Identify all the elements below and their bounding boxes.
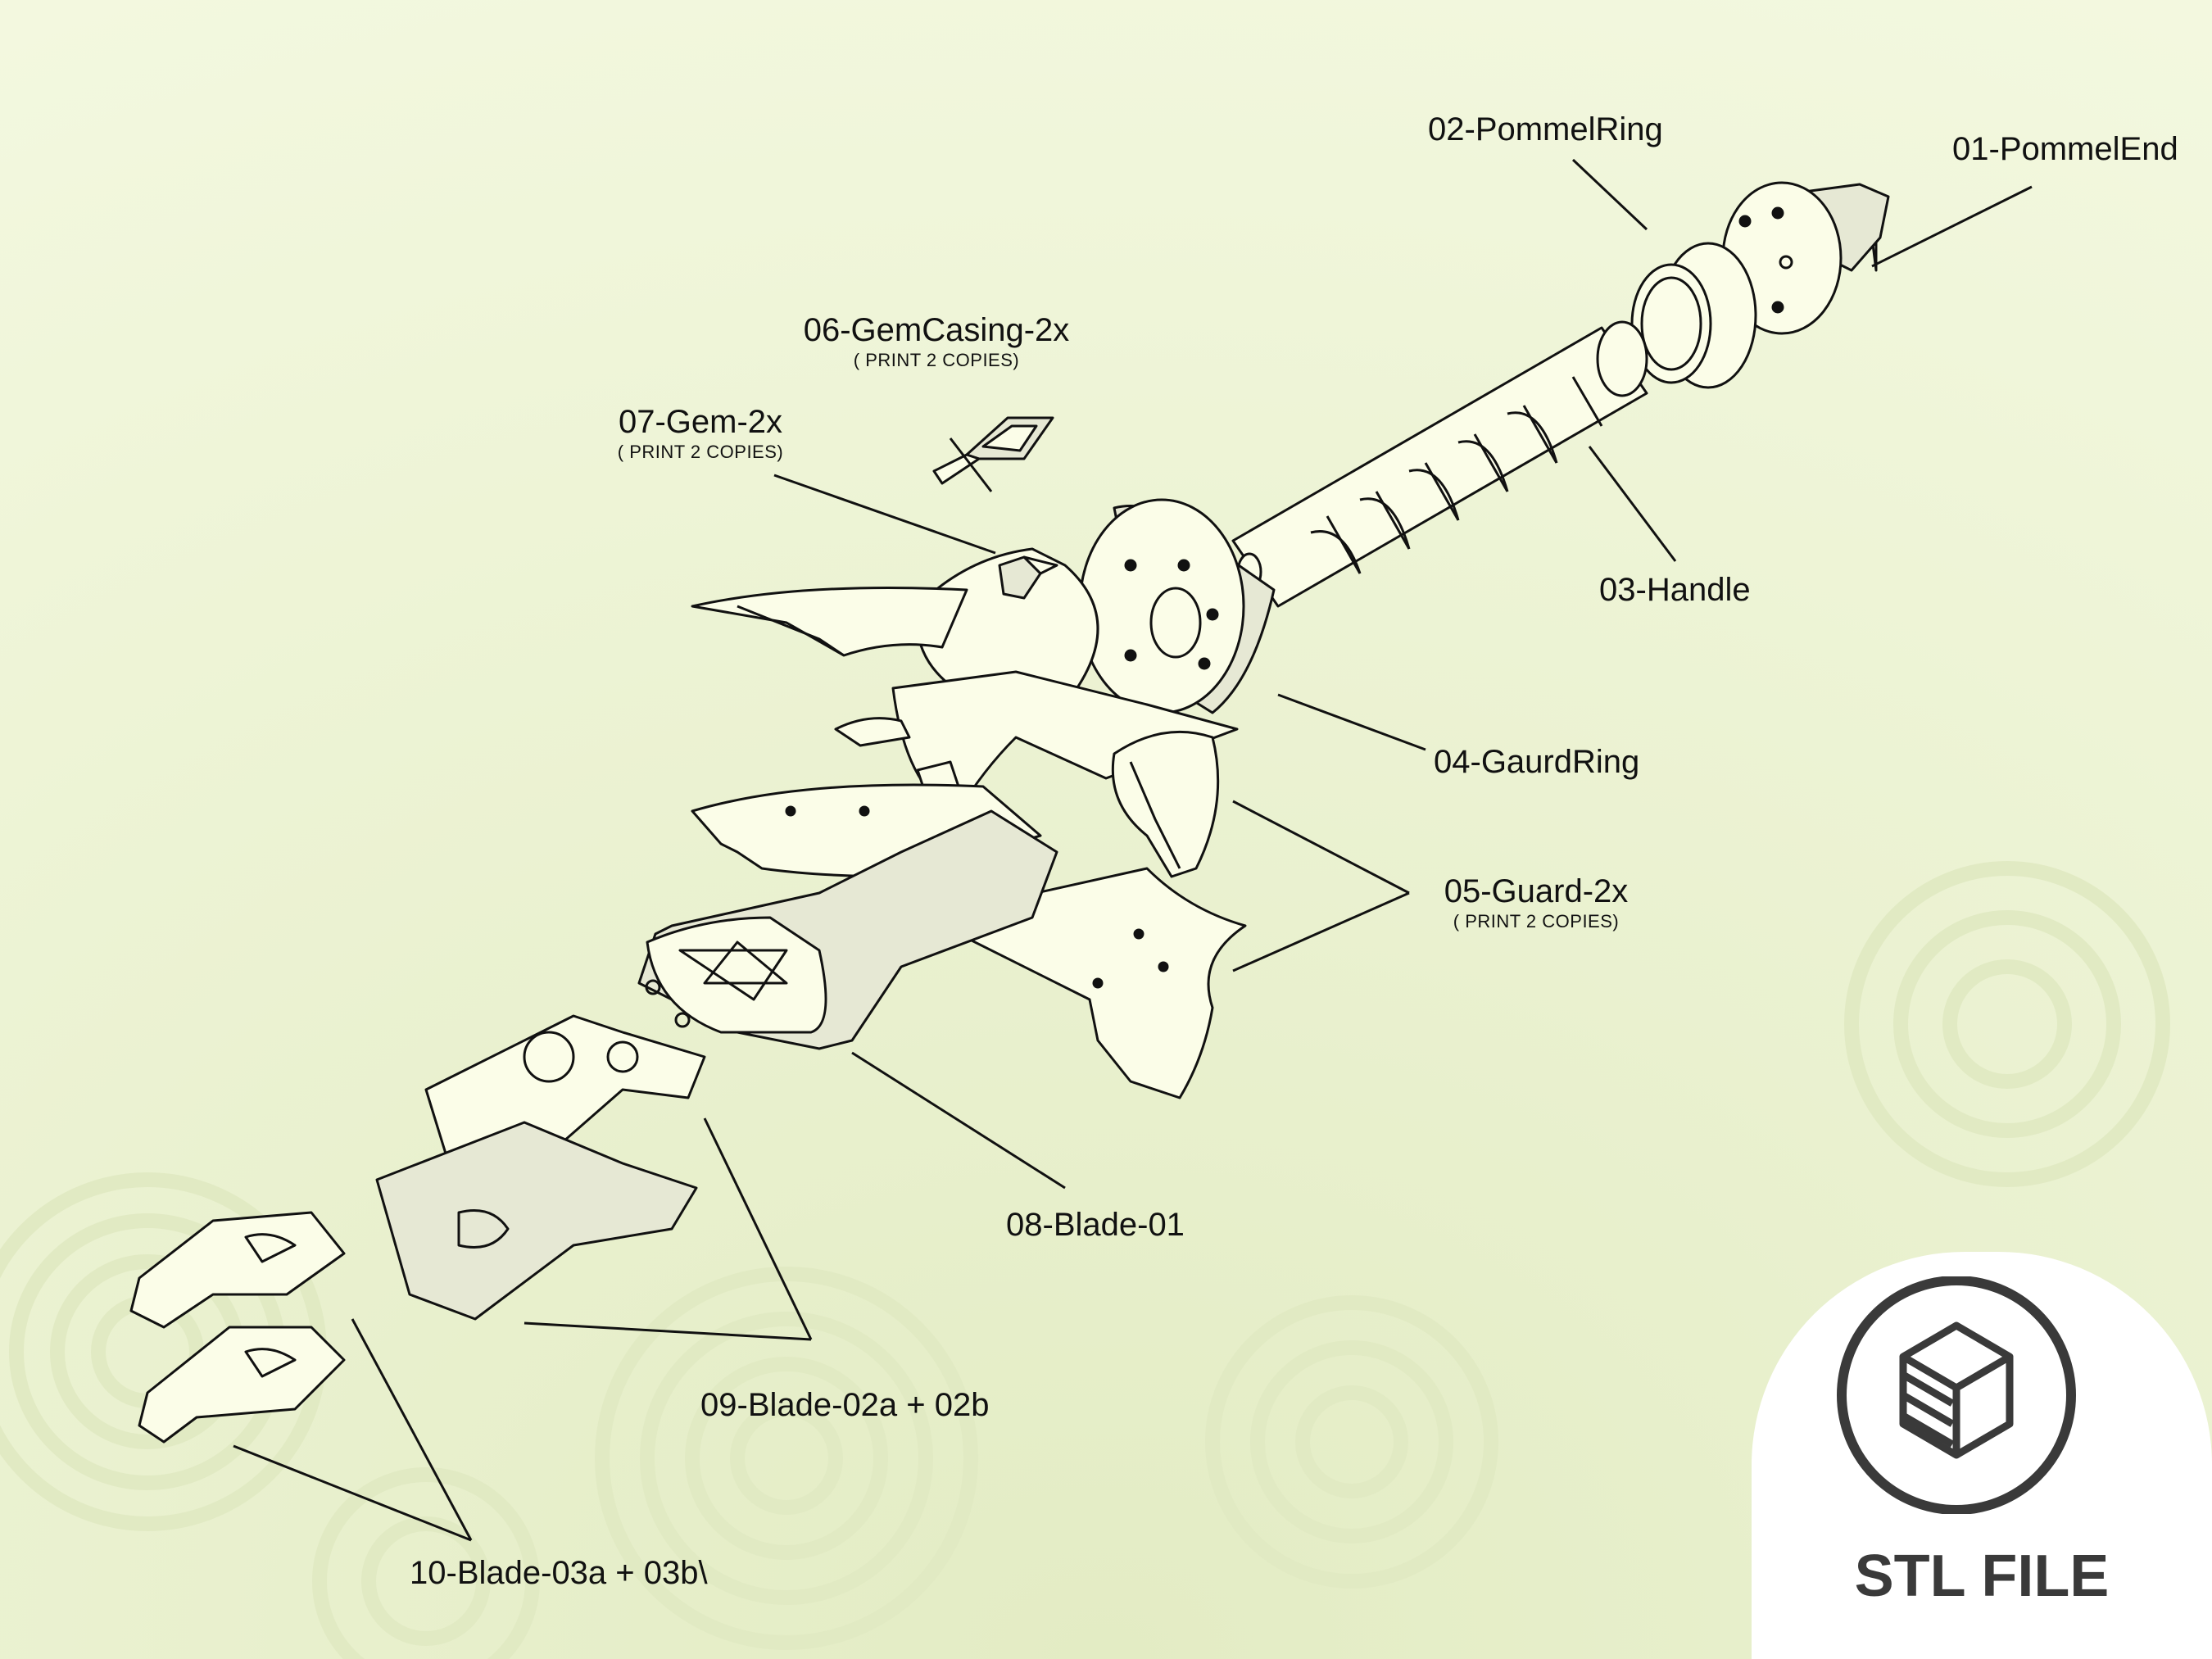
- part-03-handle: [1231, 320, 1648, 608]
- label-text: 08-Blade-01: [1006, 1207, 1185, 1243]
- label-text: 05-Guard-2x: [1444, 873, 1629, 909]
- leader-06: [949, 437, 993, 492]
- label-text: 09-Blade-02a + 02b: [700, 1387, 990, 1423]
- stl-file-badge: STL FILE: [1752, 1252, 2212, 1659]
- part-10-blade-03: [129, 1211, 346, 1444]
- label-05-guard: 05-Guard-2x ( PRINT 2 COPIES): [1409, 875, 1663, 931]
- label-01-pommel-end: 01-PommelEnd: [1952, 133, 2178, 165]
- label-text: 04-GaurdRing: [1434, 744, 1640, 780]
- leader-10b: [351, 1318, 473, 1541]
- leader-08: [851, 1051, 1066, 1190]
- part-05-guard-right-upper: [1111, 730, 1220, 878]
- label-text: 07-Gem-2x: [618, 404, 783, 440]
- label-03-handle: 03-Handle: [1599, 573, 1751, 606]
- part-09-blade-02: [375, 1014, 706, 1321]
- cube-icon: [1837, 1276, 2076, 1514]
- part-07-gem: [915, 547, 1099, 706]
- leader-05a: [1232, 800, 1410, 895]
- print-note: ( PRINT 2 COPIES): [853, 350, 1020, 370]
- label-07-gem: 07-Gem-2x ( PRINT 2 COPIES): [573, 406, 827, 461]
- stl-file-label: STL FILE: [1854, 1543, 2110, 1609]
- background-pattern: [0, 861, 2170, 1659]
- label-09-blade-02: 09-Blade-02a + 02b: [700, 1389, 990, 1421]
- leader-01: [1871, 185, 2033, 268]
- label-text: 02-PommelRing: [1428, 111, 1663, 147]
- label-text: 01-PommelEnd: [1952, 131, 2178, 167]
- part-02-pommel-ring: [1630, 242, 1757, 389]
- leader-03: [1588, 446, 1677, 562]
- leader-09a: [703, 1117, 813, 1340]
- leader-09b: [524, 1321, 812, 1341]
- part-08-blade-01: [637, 809, 1058, 1050]
- leader-lines: [233, 158, 2033, 1542]
- leader-07: [773, 474, 996, 555]
- print-note: ( PRINT 2 COPIES): [617, 442, 784, 462]
- label-04-guard-ring: 04-GaurdRing: [1434, 746, 1639, 778]
- label-08-blade-01: 08-Blade-01: [1006, 1208, 1185, 1241]
- label-10-blade-03: 10-Blade-03a + 03b\: [410, 1557, 708, 1589]
- label-02-pommel-ring: 02-PommelRing: [1428, 113, 1663, 146]
- part-guard-wing-upper: [691, 587, 968, 657]
- label-06-gem-casing: 06-GemCasing-2x ( PRINT 2 COPIES): [777, 314, 1096, 369]
- label-text: 03-Handle: [1599, 572, 1751, 608]
- leader-05b: [1232, 891, 1410, 972]
- label-text: 06-GemCasing-2x: [803, 312, 1070, 348]
- label-text: 10-Blade-03a + 03b\: [410, 1555, 708, 1591]
- leader-10a: [233, 1444, 472, 1542]
- print-note: ( PRINT 2 COPIES): [1453, 911, 1620, 931]
- leader-02: [1571, 158, 1648, 231]
- leader-04: [1277, 693, 1426, 751]
